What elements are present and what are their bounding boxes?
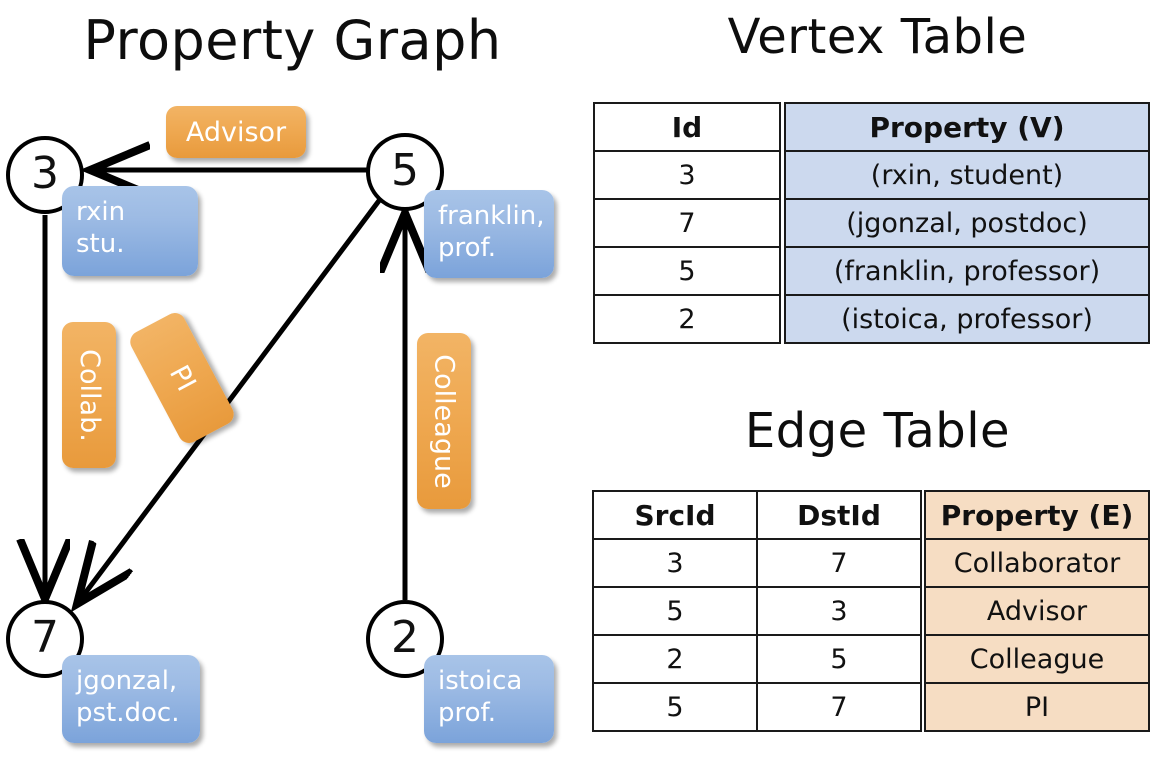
table-header-row: Property (V) [784,102,1150,152]
vertex-table-id-cell: 7 [593,198,781,248]
table-row: PI [924,682,1150,732]
table-row: (rxin, student) [784,150,1150,200]
vertex-table-header-property: Property (V) [784,102,1150,152]
page-title-property-graph: Property Graph [83,9,502,72]
table-row: (jgonzal, postdoc) [784,198,1150,248]
edge-table-src-cell: 5 [592,682,758,732]
vertex-table-id-column: Id 3 7 5 2 [593,102,781,344]
vertex-property-box-7: jgonzal, pst.doc. [62,655,200,743]
vertex-table-id-cell: 5 [593,246,781,296]
vertex-node-2[interactable]: 2 [366,600,444,678]
edge-table-property-cell: Advisor [924,586,1150,636]
graph-edge-lines [0,0,585,760]
page-title-vertex-table: Vertex Table [727,9,1028,65]
vertex-table-property-column: Property (V) (rxin, student) (jgonzal, p… [784,102,1150,344]
property-graph-diagram: 3 5 7 2 rxin stu. franklin, prof. jgonza… [0,0,585,760]
table-row: 5 3 [592,586,922,636]
table-row: 5 [593,246,781,296]
edge-label-colleague-text: Colleague [428,353,460,489]
table-row: 3 [593,150,781,200]
edge-table-src-cell: 5 [592,586,758,636]
page-title-edge-table: Edge Table [744,403,1011,459]
vertex-property-box-3: rxin stu. [62,186,198,276]
edge-table-dst-cell: 3 [756,586,922,636]
edge-table-id-columns: SrcId DstId 3 7 5 3 2 5 5 7 [592,490,922,732]
edge-table-property-cell: Collaborator [924,538,1150,588]
vertex-table-id-cell: 2 [593,294,781,344]
table-row: 5 7 [592,682,922,732]
edge-table-src-cell: 3 [592,538,758,588]
vertex-table-id-cell: 3 [593,150,781,200]
edge-line-5-to-7 [80,196,384,600]
edge-table-property-cell: PI [924,682,1150,732]
table-row: 3 7 [592,538,922,588]
vertex-node-5[interactable]: 5 [366,133,444,211]
edge-table-header-srcid: SrcId [592,490,758,540]
table-row: 2 5 [592,634,922,684]
edge-table-dst-cell: 5 [756,634,922,684]
edge-table-src-cell: 2 [592,634,758,684]
edge-table-dst-cell: 7 [756,538,922,588]
table-row: (istoica, professor) [784,294,1150,344]
edge-table-property-column: Property (E) Collaborator Advisor Collea… [924,490,1150,732]
edge-label-collab: Collab. [62,322,116,468]
table-row: Colleague [924,634,1150,684]
vertex-node-2-label: 2 [391,611,419,663]
table-row: 7 [593,198,781,248]
vertex-node-3-label: 3 [31,147,59,199]
table-row: Collaborator [924,538,1150,588]
table-header-row: Property (E) [924,490,1150,540]
vertex-node-5-label: 5 [391,144,419,196]
vertex-table-property-cell: (franklin, professor) [784,246,1150,296]
edge-table-dst-cell: 7 [756,682,922,732]
edge-table-property-cell: Colleague [924,634,1150,684]
vertex-table-property-cell: (rxin, student) [784,150,1150,200]
vertex-table-property-cell: (jgonzal, postdoc) [784,198,1150,248]
edge-label-colleague: Colleague [417,333,471,509]
table-header-row: SrcId DstId [592,490,922,540]
edge-label-pi-text: PI [162,360,202,396]
table-row: Advisor [924,586,1150,636]
edge-label-collab-text: Collab. [73,348,105,442]
vertex-property-box-2: istoica prof. [424,655,554,743]
vertex-table-header-id: Id [593,102,781,152]
table-header-row: Id [593,102,781,152]
table-row: 2 [593,294,781,344]
edge-table-header-dstid: DstId [756,490,922,540]
vertex-node-7-label: 7 [31,611,59,663]
table-row: (franklin, professor) [784,246,1150,296]
vertex-table-property-cell: (istoica, professor) [784,294,1150,344]
edge-table-header-property: Property (E) [924,490,1150,540]
vertex-property-box-5: franklin, prof. [424,190,554,278]
edge-label-advisor: Advisor [166,106,306,158]
